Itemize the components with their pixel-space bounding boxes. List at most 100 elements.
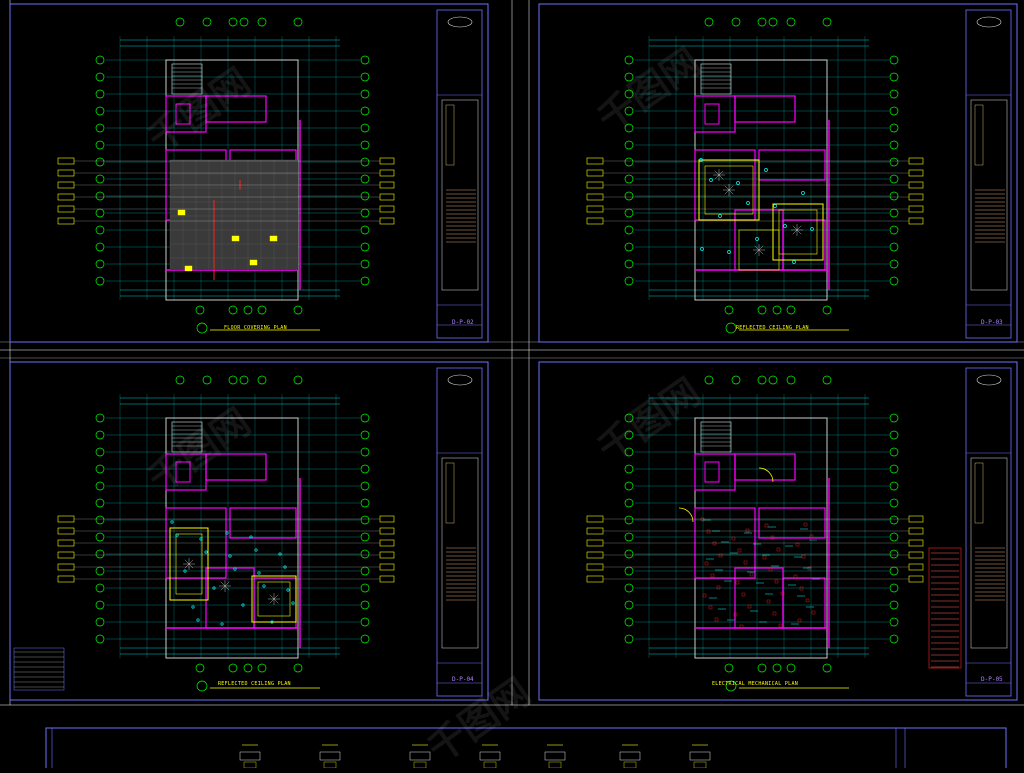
- material-tag: [57, 515, 75, 523]
- light-fixture-icon: [792, 225, 798, 231]
- symbol-icon: [243, 761, 257, 768]
- grid-bubble-right: [889, 413, 899, 423]
- grid-bubble-bottom: [724, 663, 734, 673]
- grid-bubble-top: [228, 17, 238, 27]
- grid-bubble-left: [95, 617, 105, 627]
- grid-bubble-left: [624, 55, 634, 65]
- room-wall: [782, 219, 826, 271]
- symbol-icon: [623, 761, 637, 768]
- material-tag: [57, 169, 75, 177]
- grid-bubble-left: [95, 464, 105, 474]
- room-wall: [205, 95, 267, 123]
- outlet-icon: [776, 547, 781, 552]
- material-tag: [57, 575, 75, 583]
- grid-bubble-bottom: [243, 305, 253, 315]
- grid-bubble-left: [95, 140, 105, 150]
- symbol-icon: [483, 761, 497, 768]
- symbol-label-box: [239, 751, 261, 761]
- grid-bubble-top: [239, 375, 249, 385]
- outlet-icon: [766, 599, 771, 604]
- sheet-code-p02: D-P-02: [452, 319, 474, 326]
- grid-bubble-left: [624, 242, 634, 252]
- downlight-icon: [228, 554, 232, 558]
- outlet-icon: [809, 534, 814, 539]
- stair-block: [171, 421, 203, 453]
- grid-bubble-top: [822, 375, 832, 385]
- grid-bubble-left: [95, 583, 105, 593]
- title-block: [965, 9, 1012, 339]
- grid-bubble-left: [624, 430, 634, 440]
- downlight-icon: [755, 237, 759, 241]
- grid-bubble-left: [95, 242, 105, 252]
- grid-bubble-right: [360, 174, 370, 184]
- outlet-icon: [795, 542, 800, 547]
- grid-bubble-left: [624, 532, 634, 542]
- ceiling-cove: [772, 203, 824, 261]
- title-block-panel: [441, 457, 479, 649]
- sheet-code-p05: D-P-05: [981, 676, 1003, 683]
- grid-bubble-left: [624, 174, 634, 184]
- grid-bubble-right: [360, 532, 370, 542]
- downlight-icon: [709, 178, 713, 182]
- door-swing: [758, 467, 774, 483]
- grid-bubble-top: [175, 375, 185, 385]
- grid-bubble-right: [889, 259, 899, 269]
- sheet-frame: [45, 727, 1007, 768]
- grid-bubble-right: [889, 600, 899, 610]
- grid-bubble-left: [624, 583, 634, 593]
- light-fixture-icon: [184, 559, 190, 565]
- light-fixture-icon: [184, 563, 190, 569]
- light-fixture-icon: [754, 249, 760, 255]
- downlight-icon: [191, 605, 195, 609]
- ceiling-cove-inner: [175, 533, 203, 595]
- material-tag: [379, 515, 395, 523]
- downlight-icon: [199, 537, 203, 541]
- grid-bubble-bottom: [757, 305, 767, 315]
- grid-bubble-top: [786, 17, 796, 27]
- door-swing: [678, 507, 694, 523]
- sheet-borders: [0, 0, 1024, 706]
- material-tag: [379, 539, 395, 547]
- downlight-icon: [204, 550, 208, 554]
- grid-bubble-left: [95, 532, 105, 542]
- grid-bubble-left: [95, 481, 105, 491]
- grid-bubble-right: [360, 634, 370, 644]
- sheet-p03: [538, 3, 1018, 343]
- downlight-icon: [746, 201, 750, 205]
- material-tag: [908, 575, 924, 583]
- material-tag: [908, 563, 924, 571]
- material-tag: [908, 169, 924, 177]
- grid-bubble-left: [624, 123, 634, 133]
- grid-bubble-bottom: [257, 663, 267, 673]
- material-tag: [586, 575, 604, 583]
- downlight-icon: [736, 181, 740, 185]
- symbol-label-box: [479, 751, 501, 761]
- sheet-title-p02: FLOOR COVERING PLAN: [224, 325, 287, 331]
- grid-bubble-top: [768, 375, 778, 385]
- grid-bubble-top: [786, 375, 796, 385]
- grid-bubble-right: [889, 583, 899, 593]
- grid-bubble-left: [95, 276, 105, 286]
- material-tag: [586, 181, 604, 189]
- grid-bubble-right: [360, 583, 370, 593]
- material-tag: [57, 563, 75, 571]
- material-tag: [379, 527, 395, 535]
- grid-bubble-right: [360, 106, 370, 116]
- material-tag: [908, 157, 924, 165]
- grid-bubble-right: [360, 157, 370, 167]
- symbol-label-box: [409, 751, 431, 761]
- ceiling-cove: [738, 229, 780, 271]
- downlight-icon: [764, 168, 768, 172]
- material-tag: [57, 527, 75, 535]
- outlet-icon: [706, 529, 711, 534]
- downlight-icon: [183, 569, 187, 573]
- room-wall: [165, 95, 207, 133]
- room-wall: [758, 149, 826, 181]
- grid-bubble-right: [360, 208, 370, 218]
- outlet-icon: [793, 574, 798, 579]
- material-tag: [586, 539, 604, 547]
- finish-tag: [269, 235, 278, 242]
- grid-bubble-right: [889, 634, 899, 644]
- light-fixture-icon: [269, 598, 275, 604]
- grid-bubble-right: [360, 464, 370, 474]
